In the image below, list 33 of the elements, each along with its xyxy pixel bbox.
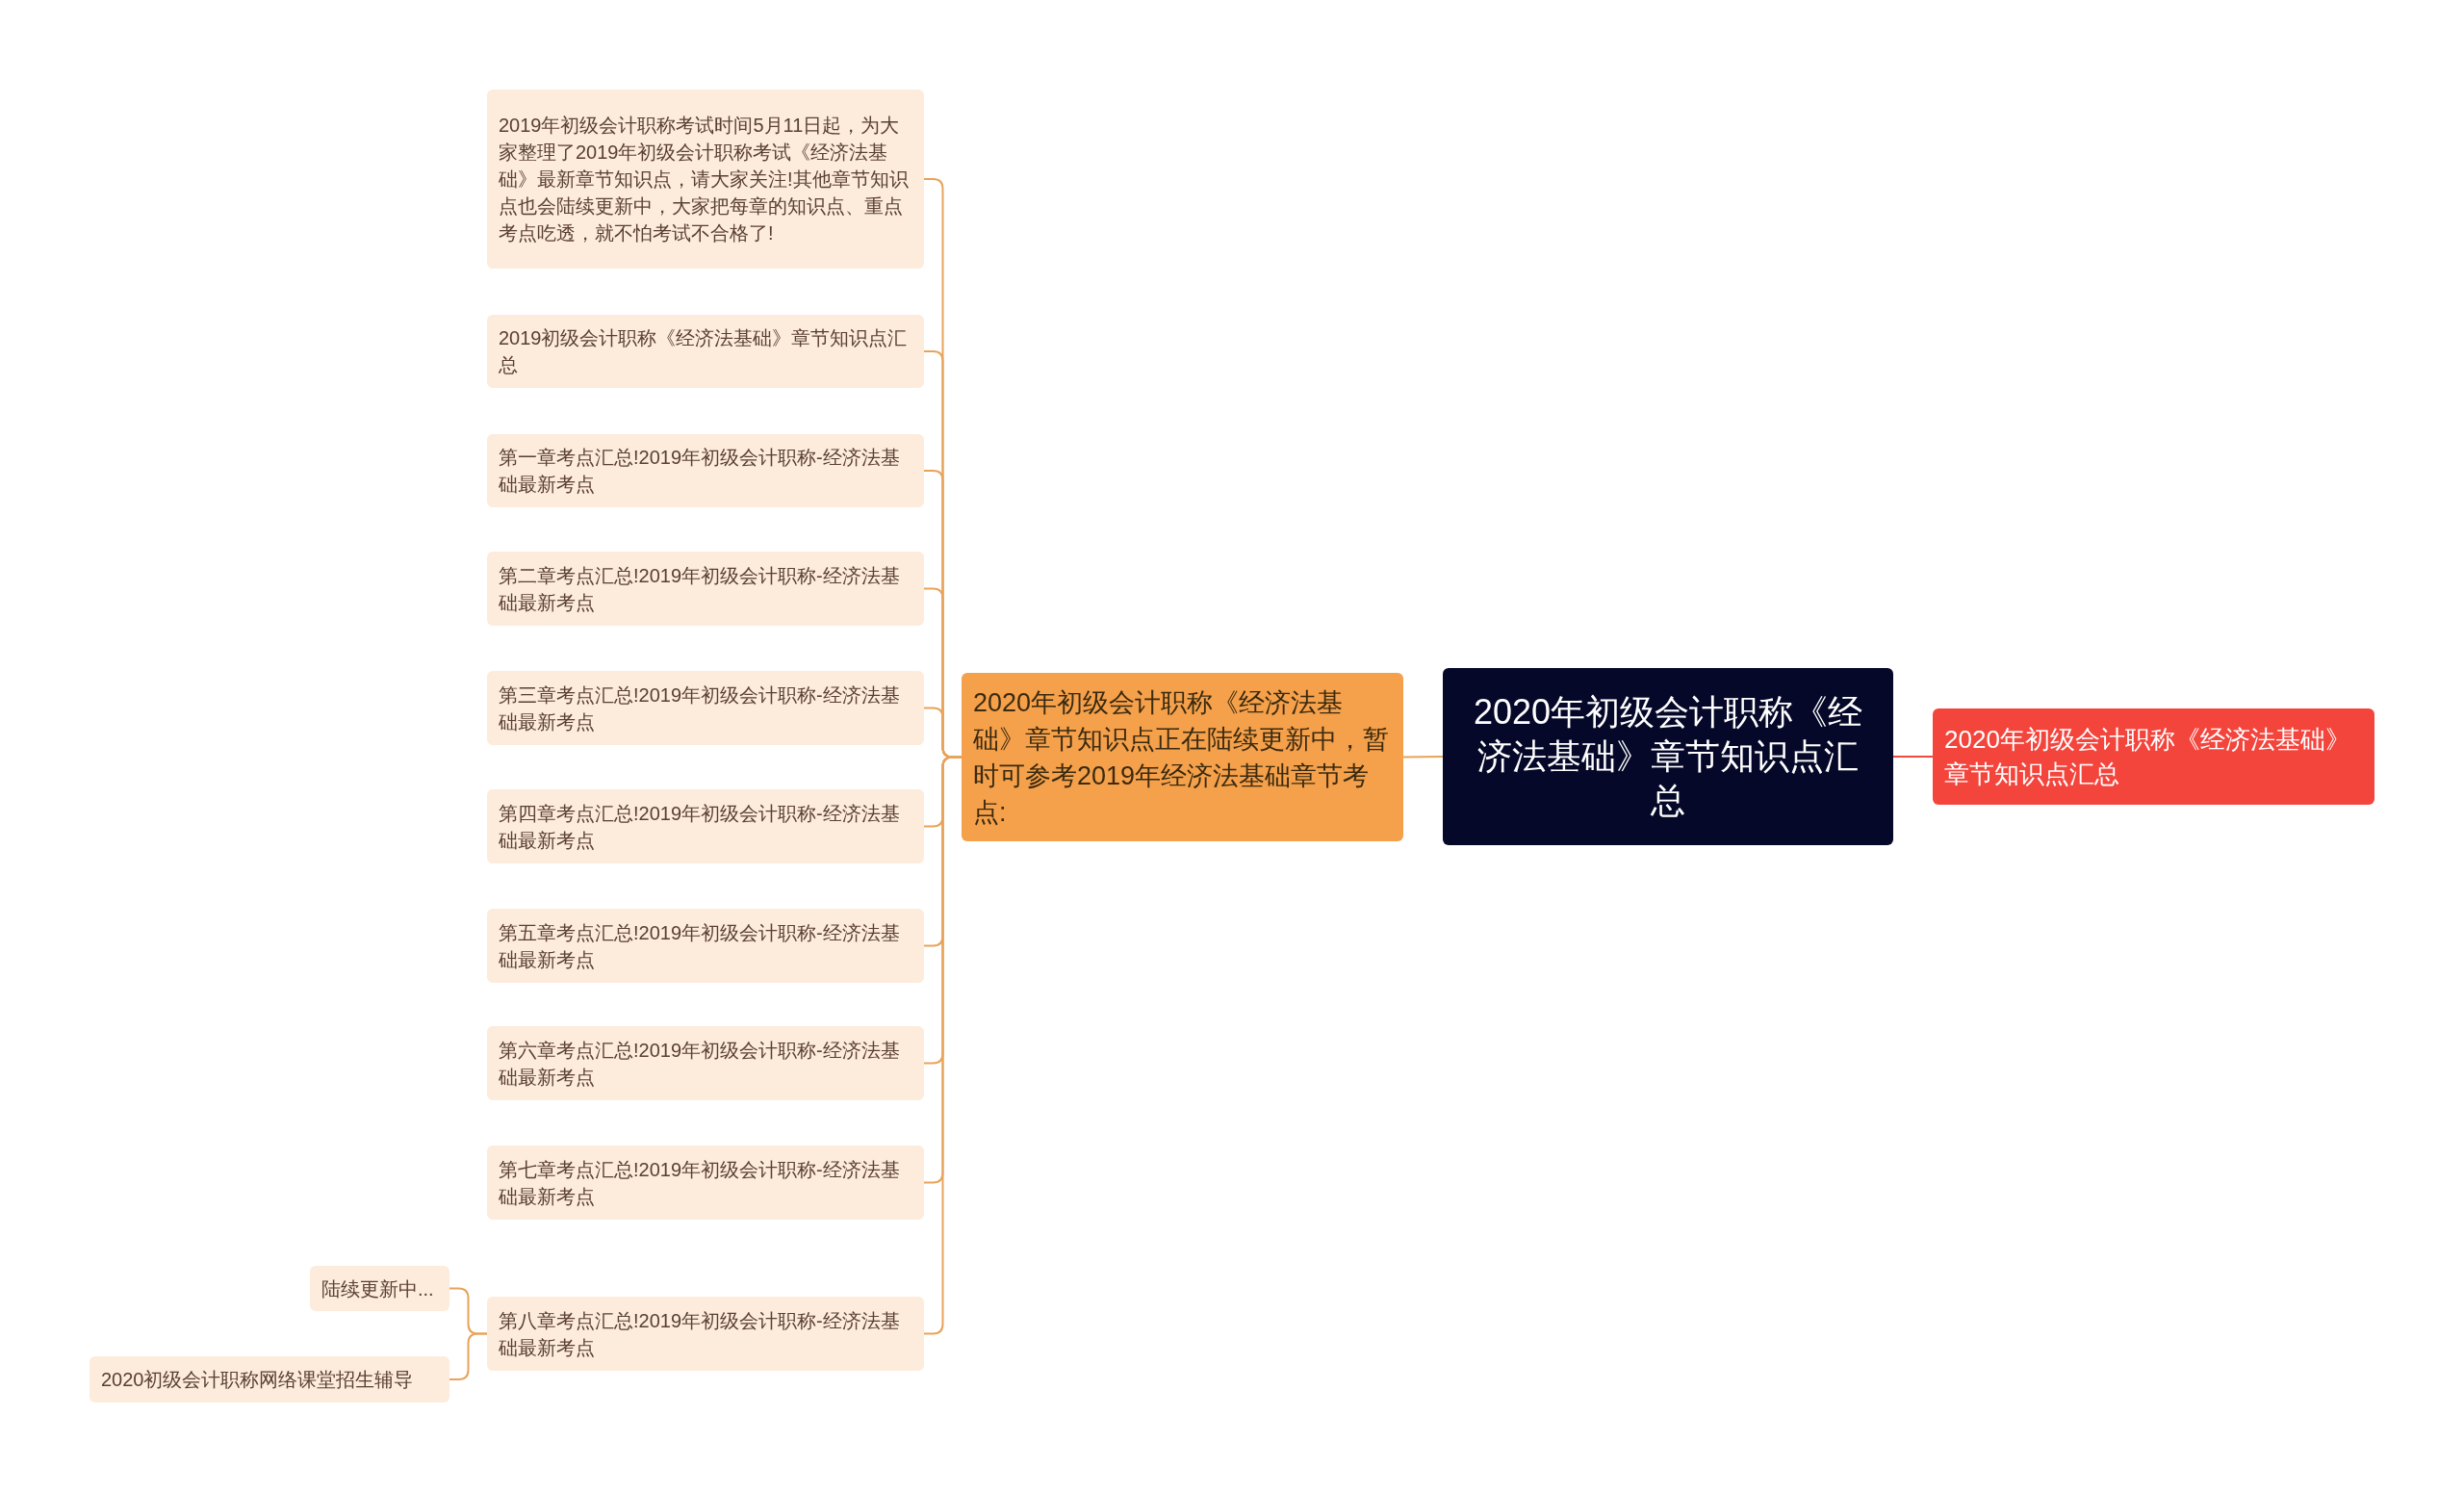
subtopic-box (487, 434, 924, 507)
connector-line (1892, 756, 1934, 758)
topic-text: 第一章考点汇总!2019年初级会计职称-经济法基础最新考点 (499, 446, 901, 497)
topic-text: 第三章考点汇总!2019年初级会计职称-经济法基础最新考点 (499, 682, 901, 734)
topic-text: 第四章考点汇总!2019年初级会计职称-经济法基础最新考点 (499, 801, 901, 853)
subtopic-box (90, 1356, 449, 1403)
central-topic (1443, 668, 1893, 845)
topic-box (962, 673, 1403, 841)
subtopic-box (487, 909, 924, 983)
topic-text: 第八章考点汇总!2019年初级会计职称-经济法基础最新考点 (499, 1308, 901, 1360)
topic-text: 2019初级会计职称《经济法基础》章节知识点汇总 (499, 326, 909, 377)
topic-text: 2020年初级会计职称《经济法基础》章节知识点汇总 (1472, 691, 1864, 822)
subtopic-box (487, 315, 924, 388)
connector-line (449, 1332, 488, 1380)
subtopic-box (487, 1145, 924, 1220)
topic-text: 第七章考点汇总!2019年初级会计职称-经济法基础最新考点 (499, 1157, 901, 1209)
topic-text: 第二章考点汇总!2019年初级会计职称-经济法基础最新考点 (499, 563, 901, 615)
connector-line (1402, 756, 1444, 759)
topic-text: 2020初级会计职称网络课堂招生辅导 (101, 1368, 415, 1392)
topic-box (1933, 708, 2374, 805)
topic-text: 2020年初级会计职称《经济法基础》章节知识点正在陆续更新中，暂时可参考2019年经济法基础章节考点: (973, 686, 1390, 829)
subtopic-box (487, 1297, 924, 1371)
subtopic-box (487, 90, 924, 269)
topic-text: 2020年初级会计职称《经济法基础》章节知识点汇总 (1944, 724, 2351, 790)
subtopic-box (487, 789, 924, 863)
topic-text: 第六章考点汇总!2019年初级会计职称-经济法基础最新考点 (499, 1038, 901, 1090)
subtopic-box (487, 552, 924, 626)
topic-text: 陆续更新中... (321, 1276, 435, 1301)
subtopic-box (487, 671, 924, 745)
subtopic-box (310, 1266, 449, 1311)
topic-text: 2019年初级会计职称考试时间5月11日起，为大家整理了2019年初级会计职称考试《经济法基础》最新章节知识点，请大家关注!其他章节知识点也会陆续更新中，大家把每章的知识点、重点考点吃透，就不怕考试不合格了! (499, 114, 910, 245)
subtopic-box (487, 1026, 924, 1100)
topic-text: 第五章考点汇总!2019年初级会计职称-经济法基础最新考点 (499, 920, 901, 972)
